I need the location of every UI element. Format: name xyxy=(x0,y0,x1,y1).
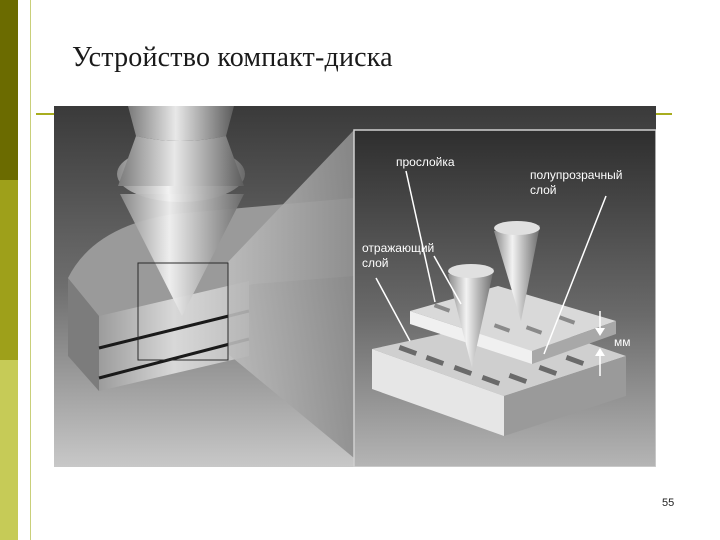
disk-cross-section xyxy=(99,281,249,391)
label-interlayer: прослойка xyxy=(396,155,455,169)
small-cone-right-top xyxy=(494,221,540,235)
magnified-panel-border xyxy=(353,129,656,467)
cd-structure-figure: прослойка полупрозрачный слой отражающий… xyxy=(54,106,656,467)
leader-semitransparent xyxy=(543,195,607,355)
page-number: 55 xyxy=(662,497,675,509)
label-reflective-line2: слой xyxy=(362,256,389,270)
disk-curved-edge xyxy=(68,278,99,391)
substrate-side xyxy=(504,356,626,436)
side-divider-line xyxy=(30,0,31,540)
side-accent-mid xyxy=(0,180,18,360)
label-semitransparent-line1: полупрозрачный xyxy=(530,168,622,182)
label-semitransparent-line2: слой xyxy=(530,183,557,197)
laser-beam-cone xyxy=(120,194,244,316)
substrate-pits xyxy=(398,345,585,386)
small-cone-left-top xyxy=(448,264,494,278)
leader-reflective-a xyxy=(375,277,411,342)
label-unit: мм xyxy=(614,335,631,349)
lens-skirt xyxy=(118,136,244,186)
magnification-funnel xyxy=(228,130,354,458)
leader-interlayer xyxy=(405,170,436,303)
label-reflective-line1: отражающий xyxy=(362,241,434,255)
disk-layer-line-upper xyxy=(98,309,250,350)
small-cone-right xyxy=(494,225,540,321)
upper-layer-side xyxy=(532,321,616,364)
slide-title: Устройство компакт-диска xyxy=(72,42,393,73)
small-cone-left xyxy=(448,268,494,368)
leader-reflective-b xyxy=(433,255,462,305)
lens-body xyxy=(128,106,234,141)
side-accent-light xyxy=(0,360,18,540)
disk-layer-line-lower xyxy=(98,337,250,380)
dimension-arrowhead-lower xyxy=(595,348,605,356)
dimension-arrowhead-upper xyxy=(595,328,605,336)
focus-square xyxy=(137,262,229,361)
substrate-front xyxy=(372,349,504,436)
side-accent-dark xyxy=(0,0,18,180)
